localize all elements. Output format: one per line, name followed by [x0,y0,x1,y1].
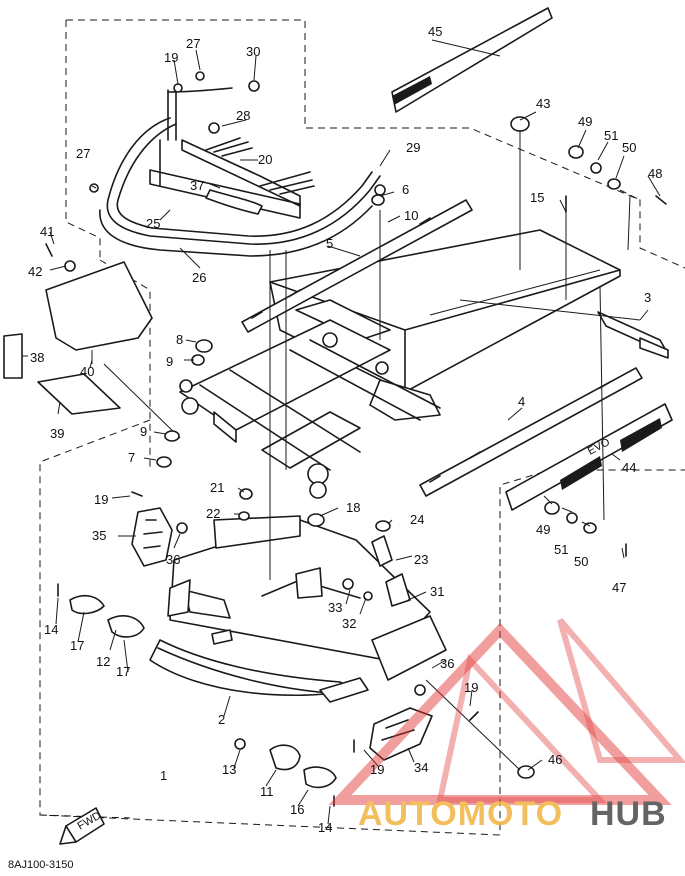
callout-label: 35 [92,528,106,543]
watermark-logo: AUTOMOTO HUB [328,618,685,833]
part-4-side-rail [419,367,643,497]
callout-label: 12 [96,654,110,669]
callout-label: 14 [318,820,332,835]
callout-label: 22 [206,506,220,521]
part-2-bumper [149,579,369,703]
callout-label: 50 [574,554,588,569]
brackets-23-31 [371,520,411,607]
callout-label: 38 [30,350,44,365]
callout-label: 34 [414,760,428,775]
callout-label: 10 [404,208,418,223]
part-5-side-rail [241,199,473,333]
callout-label: 2 [218,712,225,727]
callout-label: 40 [80,364,94,379]
right-front-panel [371,615,447,681]
guard-35 [131,507,173,567]
callout-label: 32 [342,616,356,631]
callout-label: 44 [622,460,636,475]
callout-label: 36 [440,656,454,671]
callout-label: 51 [554,542,568,557]
callout-label: 26 [192,270,206,285]
callout-label: 20 [258,152,272,167]
callout-label: 17 [70,638,84,653]
callout-label: 9 [166,354,173,369]
part-44-decal: EVO [505,403,673,511]
callout-label: 6 [402,182,409,197]
callout-label: 4 [518,394,525,409]
callout-label: 45 [428,24,442,39]
callout-label: 36 [166,552,180,567]
alignment-lines [269,130,641,771]
callout-label: 27 [186,36,200,51]
callout-label: 24 [410,512,424,527]
front-crossmember [179,319,441,499]
callout-label: 13 [222,762,236,777]
callout-label: 23 [414,552,428,567]
callout-label: 28 [236,108,250,123]
main-frame [269,229,621,421]
callout-label: 42 [28,264,42,279]
callout-label: 31 [430,584,444,599]
callout-label: 19 [370,762,384,777]
part-20-rail [181,137,315,215]
callout-label: 17 [116,664,130,679]
callout-label: 27 [76,146,90,161]
callout-label: 19 [164,50,178,65]
guard-34 [369,707,433,761]
leader-lines [22,39,661,825]
callout-label: 49 [578,114,592,129]
callout-label: 46 [548,752,562,767]
callout-label: 37 [190,178,204,193]
part-45-strip [391,7,553,113]
rear-bumper-assembly [99,87,381,257]
callout-label: 49 [536,522,550,537]
callout-label: 41 [40,224,54,239]
watermark-brand-part2: HUB [590,795,667,833]
small-brackets [69,594,337,789]
callout-label: 33 [328,600,342,615]
callout-label: 25 [146,216,160,231]
callout-label: 48 [648,166,662,181]
callout-label: 16 [290,802,304,817]
callout-label: 14 [44,622,58,637]
callout-label: 47 [612,580,626,595]
fwd-arrow-icon: FWD [59,807,105,845]
callout-label: 51 [604,128,618,143]
callout-label: 3 [644,290,651,305]
callout-label: 19 [94,492,108,507]
callout-label: 21 [210,480,224,495]
front-bulkhead [169,515,431,661]
callout-label: 30 [246,44,260,59]
callout-label: 7 [128,450,135,465]
callout-label: 19 [464,680,478,695]
callout-label: 11 [260,784,274,799]
callout-label: 50 [622,140,636,155]
callout-label: 43 [536,96,550,111]
callout-label: 1 [160,768,167,783]
callout-label: 8 [176,332,183,347]
drawing-code: 8AJ100-3150 [8,859,73,871]
callout-label: 29 [406,140,420,155]
part-3-bracket [597,311,669,359]
callout-label: 9 [140,424,147,439]
callout-labels: 1 2 3 4 5 6 7 8 9 9 10 11 12 13 14 14 15… [28,24,662,835]
callout-label: 15 [530,190,544,205]
callout-label: 18 [346,500,360,515]
left-side-cover [3,261,181,439]
callout-label: 5 [326,236,333,251]
watermark-brand-part1: AUTOMOTO [358,795,563,833]
hardware [45,71,667,807]
callout-label: 39 [50,426,64,441]
